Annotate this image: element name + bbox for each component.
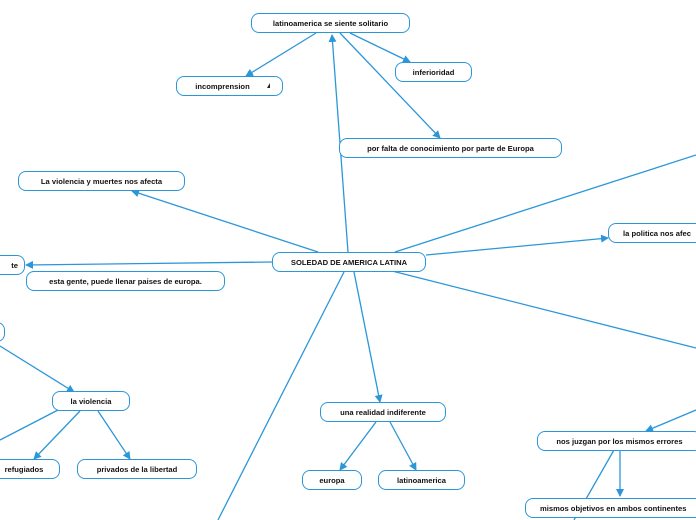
link-solitario-falta (339, 32, 441, 139)
node-left-partial[interactable]: te (0, 255, 25, 275)
link-violencia-offscreen (0, 409, 59, 441)
link-offscreen-errores (645, 409, 696, 432)
link-central-offscreen-top-right (394, 154, 696, 253)
link-central-realidad (353, 271, 383, 403)
collapse-triangle-icon[interactable] (267, 83, 270, 88)
node-llenar-paises[interactable]: esta gente, puede llenar paises de europ… (26, 271, 225, 291)
node-privados[interactable]: privados de la libertad (77, 459, 197, 479)
link-central-offscreen-bottom (217, 271, 345, 520)
node-incomprension[interactable]: incomprension (176, 76, 283, 96)
link-central-politica (425, 234, 609, 256)
node-violencia-afecta[interactable]: La violencia y muertes nos afecta (18, 171, 185, 191)
node-refugiados[interactable]: refugiados (0, 459, 60, 479)
node-objetivos[interactable]: mismos objetivos en ambos continentes (525, 498, 696, 518)
node-solitario[interactable]: latinoamerica se siente solitario (251, 13, 410, 33)
node-realidad[interactable]: una realidad indiferente (320, 402, 446, 422)
node-central[interactable]: SOLEDAD DE AMERICA LATINA (272, 252, 426, 272)
link-central-offscreen-right (391, 270, 696, 349)
node-inferioridad[interactable]: inferioridad (395, 62, 472, 82)
link-realidad-latinoamerica (389, 421, 417, 471)
node-falta-conocimiento[interactable]: por falta de conocimiento por parte de E… (339, 138, 562, 158)
node-politica[interactable]: la politica nos afec (608, 223, 696, 243)
link-violencia-refugiados (33, 410, 81, 460)
node-latinoamerica[interactable]: latinoamerica (378, 470, 465, 490)
node-europa[interactable]: europa (302, 470, 362, 490)
node-errores[interactable]: nos juzgan por los mismos errores (537, 431, 696, 451)
link-realidad-europa (339, 421, 377, 471)
link-central-left-partial (25, 260, 273, 269)
node-violencia[interactable]: la violencia (52, 391, 130, 411)
node-incomprension-label: incomprension (195, 81, 250, 91)
link-central-violencia-afecta (131, 189, 319, 253)
link-violencia-privados (97, 410, 131, 460)
link-solitario-incomprension (245, 32, 317, 77)
link-solitario-inferioridad (349, 32, 411, 63)
link-offscreen-violencia (0, 345, 75, 393)
